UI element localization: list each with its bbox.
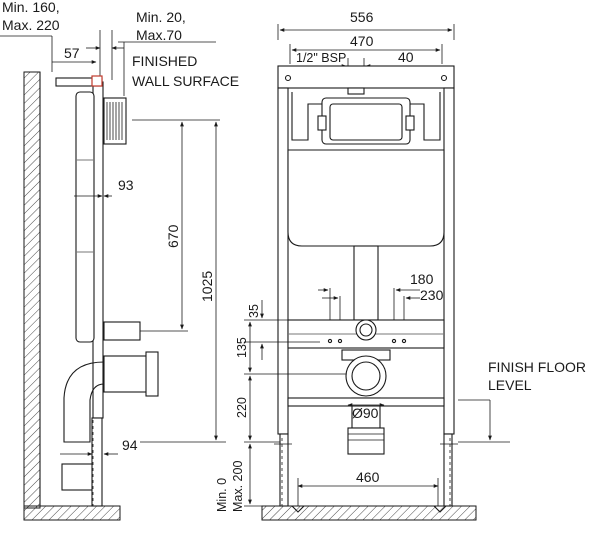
frame-top-rail [277, 65, 455, 89]
frame-left-upright [277, 87, 289, 435]
dim-220-label: 220 [235, 397, 249, 418]
water-inlet-front [355, 319, 377, 341]
leg-right-front [443, 433, 453, 507]
foot-plate-side [61, 463, 93, 491]
cistern-body-side [75, 91, 95, 343]
wall-depth-line1: Min. 160, [2, 0, 60, 15]
waste-bend-side [63, 361, 105, 443]
water-stub-side [103, 321, 141, 341]
dim-460-label: 460 [356, 469, 380, 485]
dim-94-label: 94 [122, 437, 138, 453]
dim-230-label: 230 [420, 287, 444, 303]
dim-200-line1: Min. 0 [215, 478, 229, 512]
waste-pipe-front [347, 427, 385, 455]
side-view [0, 30, 226, 521]
dim-35-label: 35 [247, 304, 261, 318]
flush-ring-side [103, 97, 127, 145]
flush-pipe-front [353, 245, 379, 321]
cistern-front [287, 149, 445, 247]
front-view [244, 24, 510, 521]
dim-57-label: 57 [64, 45, 80, 61]
dim-180-label: 180 [410, 271, 434, 287]
dim-200-line2: Max. 200 [231, 461, 245, 512]
dim-470-label: 470 [350, 33, 374, 49]
wall-label-line2: WALL SURFACE [132, 73, 239, 89]
dim-93-label: 93 [118, 177, 134, 193]
wall-offset-line2: Max.70 [136, 27, 182, 43]
dim-135-label: 135 [235, 337, 249, 358]
dim-670-label: 670 [165, 224, 181, 248]
leg-left-front [279, 433, 289, 507]
frame-right-upright [443, 87, 455, 435]
waste-outlet-side [103, 355, 149, 393]
dim-1025-label: 1025 [199, 271, 215, 302]
leg-side [91, 417, 103, 507]
wall-offset-line1: Min. 20, [136, 9, 186, 25]
dim-556-label: 556 [350, 9, 374, 25]
wall-hatch [23, 71, 41, 509]
dim-bsp-label: 1/2" BSP [296, 51, 346, 65]
bracket-clip [91, 75, 103, 87]
dim-40-label: 40 [398, 49, 414, 65]
floor-label-line2: LEVEL [488, 377, 532, 393]
dim-90-label: Ø90 [352, 405, 379, 421]
floor-hatch-side [23, 505, 121, 521]
wall-depth-line2: Max. 220 [2, 17, 60, 33]
wall-label-line1: FINISHED [132, 53, 197, 69]
floor-label-line1: FINISH FLOOR [488, 359, 586, 375]
